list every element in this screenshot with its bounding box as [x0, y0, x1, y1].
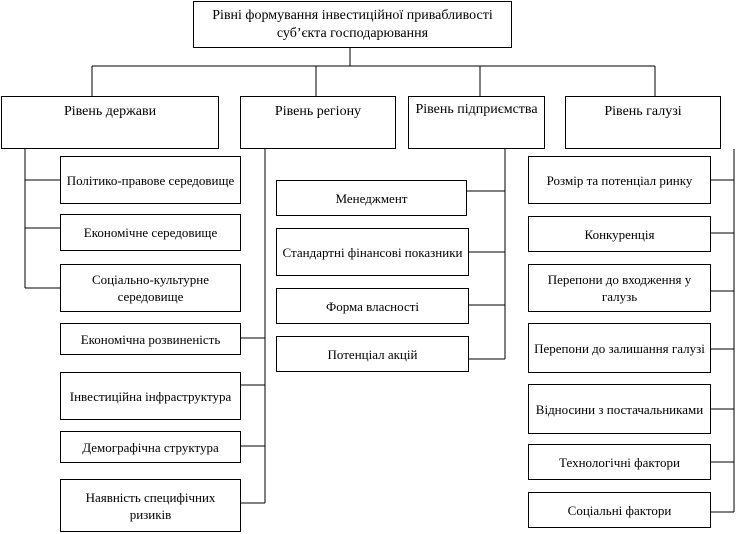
industry-factor-competition: Конкуренція	[528, 216, 711, 252]
enterprise-factor-financial-indicators: Стандартні фінансові показники	[276, 228, 469, 276]
industry-factor-social: Соціальні фактори	[528, 492, 711, 528]
state-factor-economic: Економічне середовище	[60, 214, 241, 251]
region-factor-demographic-structure: Демографічна структура	[60, 431, 241, 463]
enterprise-factor-management: Менеджмент	[276, 180, 467, 216]
enterprise-factor-ownership-form: Форма власності	[276, 288, 469, 324]
enterprise-factor-share-potential: Потенціал акцій	[276, 336, 469, 372]
industry-factor-technological: Технологічні фактори	[528, 444, 711, 480]
level-enterprise: Рівень підприємства	[408, 96, 545, 149]
industry-factor-exit-barriers: Перепони до залишання галузі	[528, 323, 711, 373]
region-factor-economic-development: Економічна розвиненість	[60, 323, 241, 355]
region-factor-specific-risks: Наявність специфічних ризиків	[60, 479, 241, 532]
industry-factor-entry-barriers: Перепони до входження у галузь	[528, 264, 711, 312]
level-industry: Рівень галузі	[565, 96, 721, 149]
industry-factor-market-size: Розмір та потенціал ринку	[528, 156, 711, 204]
state-factor-political-legal: Політико-правове середовище	[60, 156, 241, 204]
diagram-title: Рівні формування інвестиційної приваблив…	[193, 1, 512, 48]
region-factor-investment-infrastructure: Інвестиційна інфраструктура	[60, 372, 241, 420]
level-region: Рівень регіону	[240, 96, 396, 149]
industry-factor-supplier-relations: Відносини з постачальниками	[528, 384, 711, 434]
level-state: Рівень держави	[1, 96, 219, 149]
state-factor-socio-cultural: Соціально-культурне середовище	[60, 264, 241, 312]
